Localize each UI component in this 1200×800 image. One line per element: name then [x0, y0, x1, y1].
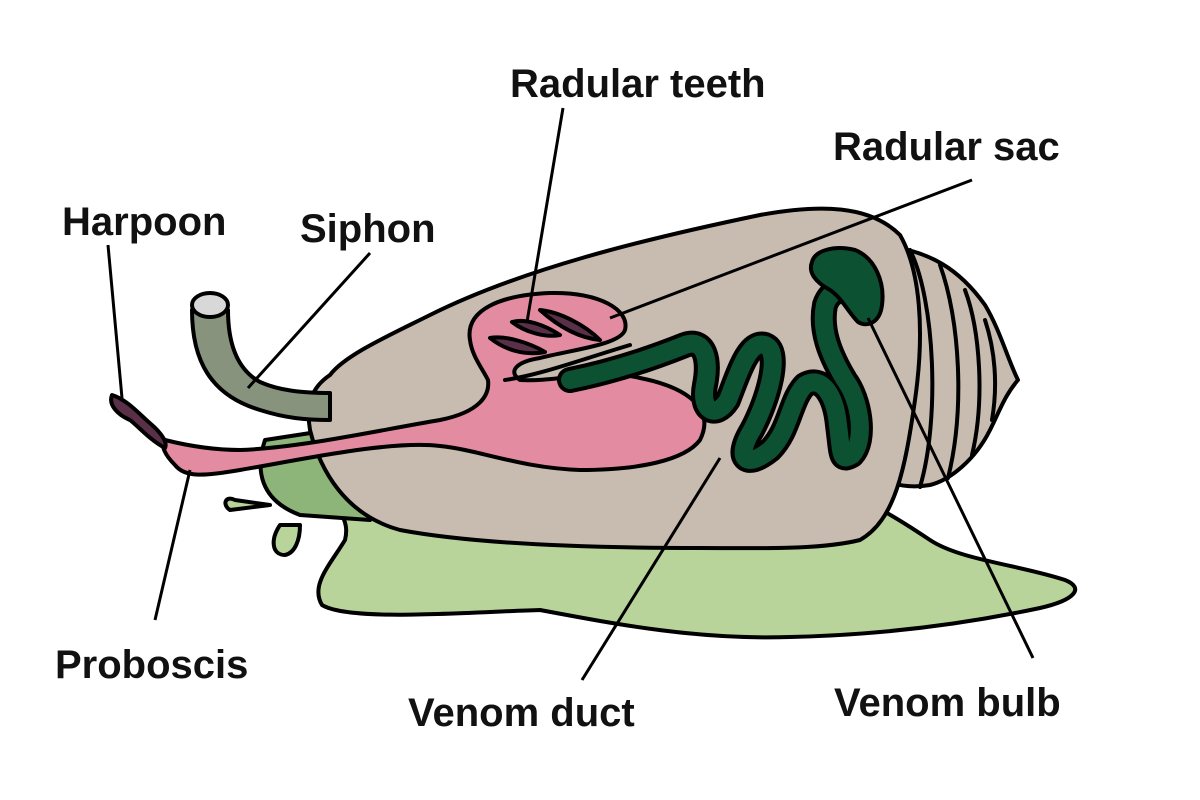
label-radular-teeth: Radular teeth: [510, 62, 766, 106]
label-venom-bulb: Venom bulb: [834, 681, 1061, 725]
label-radular-sac: Radular sac: [833, 125, 1060, 169]
siphon-tip: [192, 293, 228, 317]
siphon-tube: [192, 310, 330, 420]
label-siphon: Siphon: [300, 207, 436, 251]
harpoon-barb: [111, 395, 166, 448]
leader-harpoon: [108, 245, 122, 398]
label-proboscis: Proboscis: [55, 643, 248, 687]
leader-proboscis: [155, 470, 190, 620]
label-harpoon: Harpoon: [62, 200, 226, 244]
snail-tentacle: [274, 525, 300, 555]
snail-tentacle: [225, 499, 270, 510]
label-venom-duct: Venom duct: [408, 691, 635, 735]
